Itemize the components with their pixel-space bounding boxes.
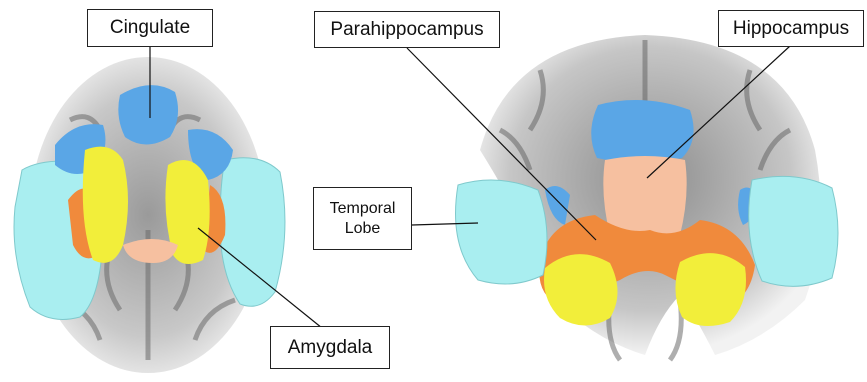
hippocampus-label: Hippocampus	[718, 10, 864, 47]
coronal-temporal-lobe-left	[456, 180, 548, 284]
axial-temporal-lobe-right	[220, 158, 285, 307]
coronal-amygdala-left	[544, 254, 618, 325]
parahippocampus-label: Parahippocampus	[314, 11, 500, 48]
amygdala-label: Amygdala	[270, 326, 390, 369]
temporal-lobe-label: Temporal Lobe	[313, 187, 412, 250]
coronal-temporal-lobe-right	[749, 176, 838, 286]
cingulate-label: Cingulate	[87, 9, 213, 47]
coronal-amygdala-right	[675, 253, 746, 326]
coronal-cingulate	[591, 100, 693, 163]
coronal-view	[456, 35, 839, 360]
axial-cingulate	[118, 85, 178, 144]
axial-amygdala-left	[83, 147, 128, 263]
